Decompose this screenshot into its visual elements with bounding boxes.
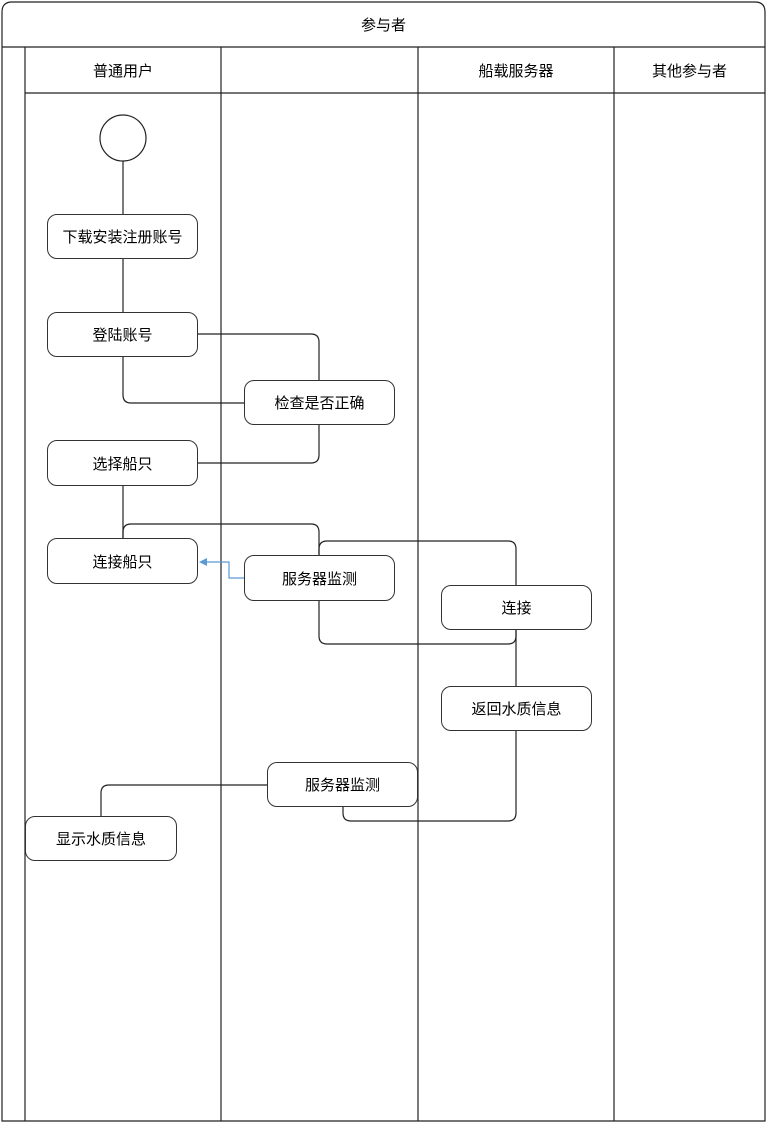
edge bbox=[318, 540, 517, 585]
activity-connect[interactable]: 连接 bbox=[441, 585, 592, 630]
edge-highlight bbox=[205, 561, 244, 579]
activity-return-info[interactable]: 返回水质信息 bbox=[441, 686, 592, 731]
activity-server-monitor-2[interactable]: 服务器监测 bbox=[267, 762, 418, 807]
activity-download[interactable]: 下载安装注册账号 bbox=[47, 214, 198, 259]
lane-header-other: 其他参与者 bbox=[651, 61, 727, 80]
activity-display-info[interactable]: 显示水质信息 bbox=[25, 816, 177, 861]
edge bbox=[122, 523, 320, 555]
pool-title: 参与者 bbox=[360, 16, 406, 34]
start-node bbox=[99, 114, 147, 162]
activity-server-monitor[interactable]: 服务器监测 bbox=[244, 555, 395, 601]
edge bbox=[122, 357, 244, 404]
lane-header-regular-user: 普通用户 bbox=[92, 61, 153, 80]
arrow-head bbox=[199, 558, 207, 566]
activity-connect-ship[interactable]: 连接船只 bbox=[47, 538, 198, 584]
activity-check[interactable]: 检查是否正确 bbox=[244, 380, 395, 425]
edge bbox=[100, 784, 267, 816]
lane-header-blank bbox=[221, 47, 418, 93]
edge bbox=[198, 333, 320, 380]
edge bbox=[198, 425, 320, 464]
activity-select-ship[interactable]: 选择船只 bbox=[47, 440, 198, 486]
edge bbox=[342, 731, 517, 822]
activity-login[interactable]: 登陆账号 bbox=[47, 312, 198, 357]
lane-header-ship-server: 船载服务器 bbox=[478, 61, 554, 80]
